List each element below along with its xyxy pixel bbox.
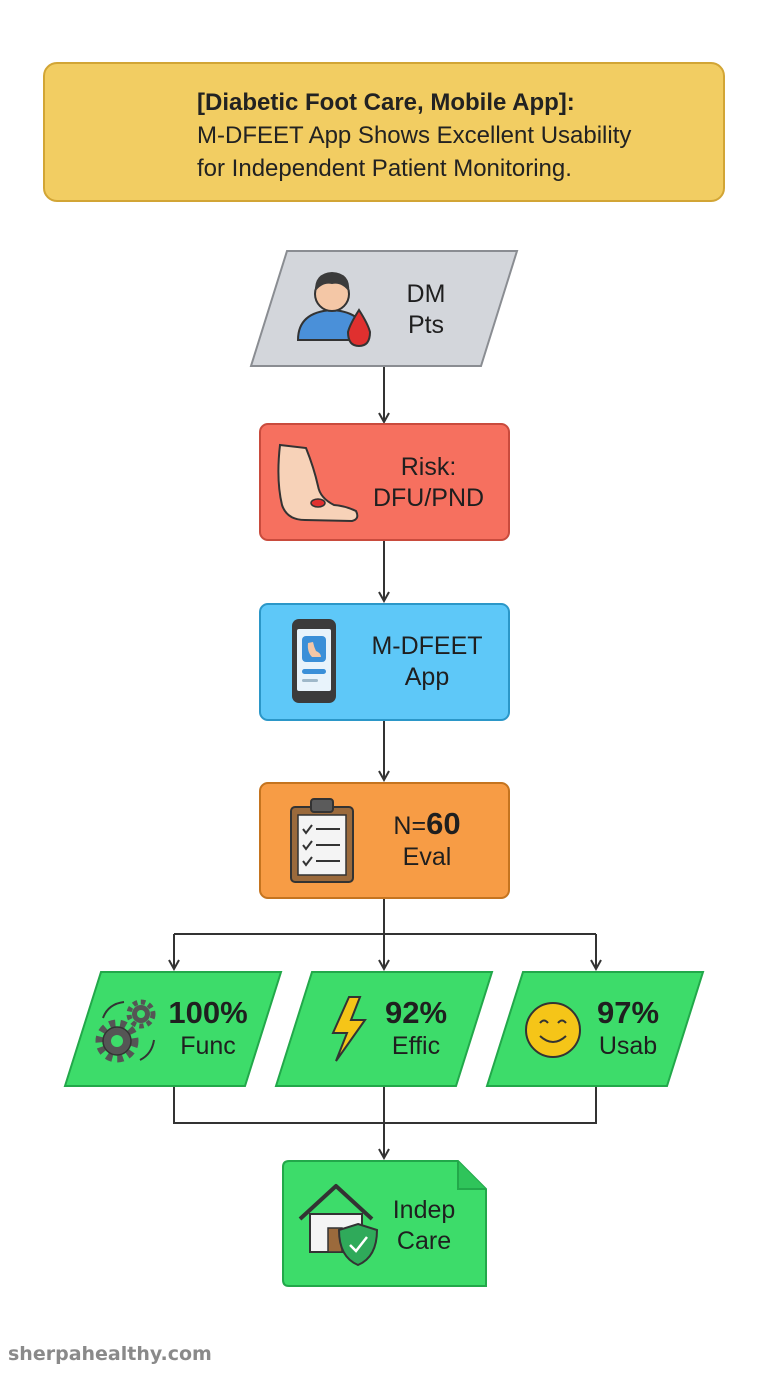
header-text: [Diabetic Foot Care, Mobile App]: M-DFEE… [197, 86, 717, 185]
func-value: 100% [168, 995, 248, 1030]
usab-label: Usab [598, 1032, 658, 1060]
app-phone-icon [292, 619, 336, 703]
effic-value: 92% [384, 995, 448, 1030]
usab-node-label: 97% Usab [580, 995, 676, 1062]
patient-icon [296, 272, 368, 341]
blood-drop-icon [346, 308, 372, 348]
eval-count: N=60 [362, 808, 492, 842]
app-node-label: M-DFEET App [352, 631, 502, 693]
patients-line-2: Pts [407, 311, 445, 339]
patients-node-label: DM Pts [376, 279, 476, 341]
gears-icon [95, 999, 156, 1063]
risk-line-1: Risk: [400, 453, 457, 481]
care-node-fold [457, 1161, 486, 1190]
func-label: Func [180, 1032, 236, 1060]
effic-node-shape [274, 971, 494, 1087]
care-line-2: Care [396, 1227, 452, 1255]
eval-prefix: N= [393, 812, 427, 840]
connectors [174, 366, 596, 1158]
risk-node-label: Risk: DFU/PND [356, 452, 501, 514]
header-banner: [Diabetic Foot Care, Mobile App]: M-DFEE… [43, 62, 725, 202]
care-node-shape [282, 1160, 487, 1287]
effic-label: Effic [391, 1032, 441, 1060]
eval-number: 60 [426, 806, 461, 841]
header-title: [Diabetic Foot Care, Mobile App]: [197, 89, 575, 116]
effic-node-label: 92% Effic [368, 995, 464, 1062]
foot-ulcer-icon [277, 443, 359, 523]
care-line-1: Indep [392, 1196, 456, 1224]
lightning-icon [331, 996, 367, 1062]
watermark: sherpahealthy.com [8, 1343, 212, 1365]
header-line-2: M-DFEET App Shows Excellent Usability [197, 122, 632, 149]
func-node-label: 100% Func [160, 995, 256, 1062]
usab-value: 97% [596, 995, 660, 1030]
app-line-2: App [404, 663, 450, 691]
usab-node-shape [485, 971, 705, 1087]
care-node-label: Indep Care [374, 1195, 474, 1257]
eval-line-2: Eval [402, 843, 452, 871]
app-line-1: M-DFEET [371, 632, 483, 660]
house-shield-icon [298, 1184, 379, 1267]
clipboard-icon [290, 798, 354, 883]
header-line-3: for Independent Patient Monitoring. [197, 155, 572, 182]
patients-line-1: DM [406, 280, 446, 308]
risk-line-2: DFU/PND [372, 484, 485, 512]
smiley-icon [525, 1002, 581, 1058]
eval-node-label: N=60 Eval [362, 808, 492, 873]
